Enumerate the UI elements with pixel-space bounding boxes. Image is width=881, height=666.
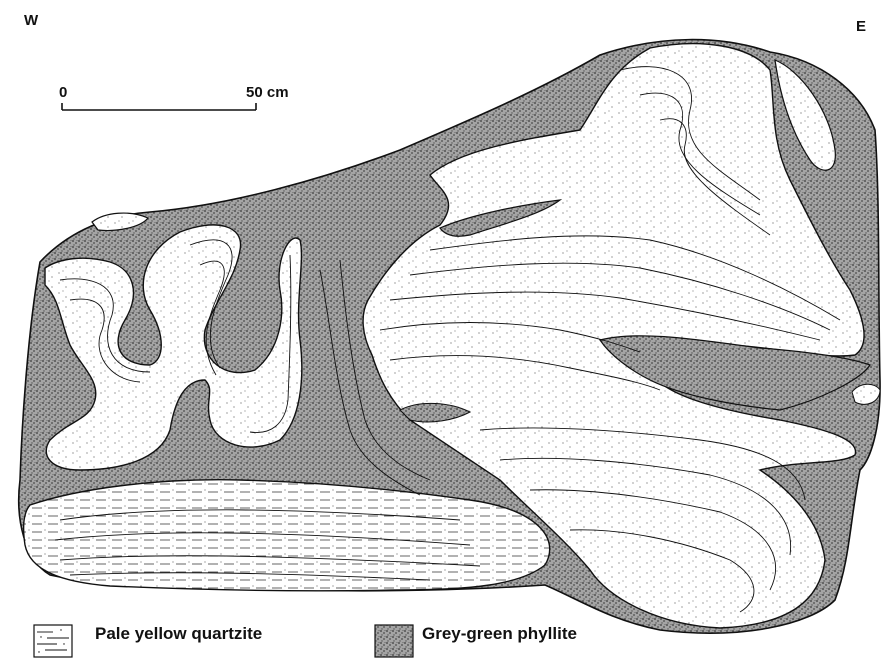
legend-quartzite-label: Pale yellow quartzite [95,624,262,644]
legend-phyllite-swatch [374,624,414,658]
east-label: E [856,18,866,35]
scale-bar [62,103,256,110]
west-label: W [24,12,38,29]
scale-end-label: 50 cm [246,84,289,101]
scale-start-label: 0 [59,84,67,101]
legend-phyllite-label: Grey-green phyllite [422,624,577,644]
legend-quartzite-swatch [33,624,73,658]
